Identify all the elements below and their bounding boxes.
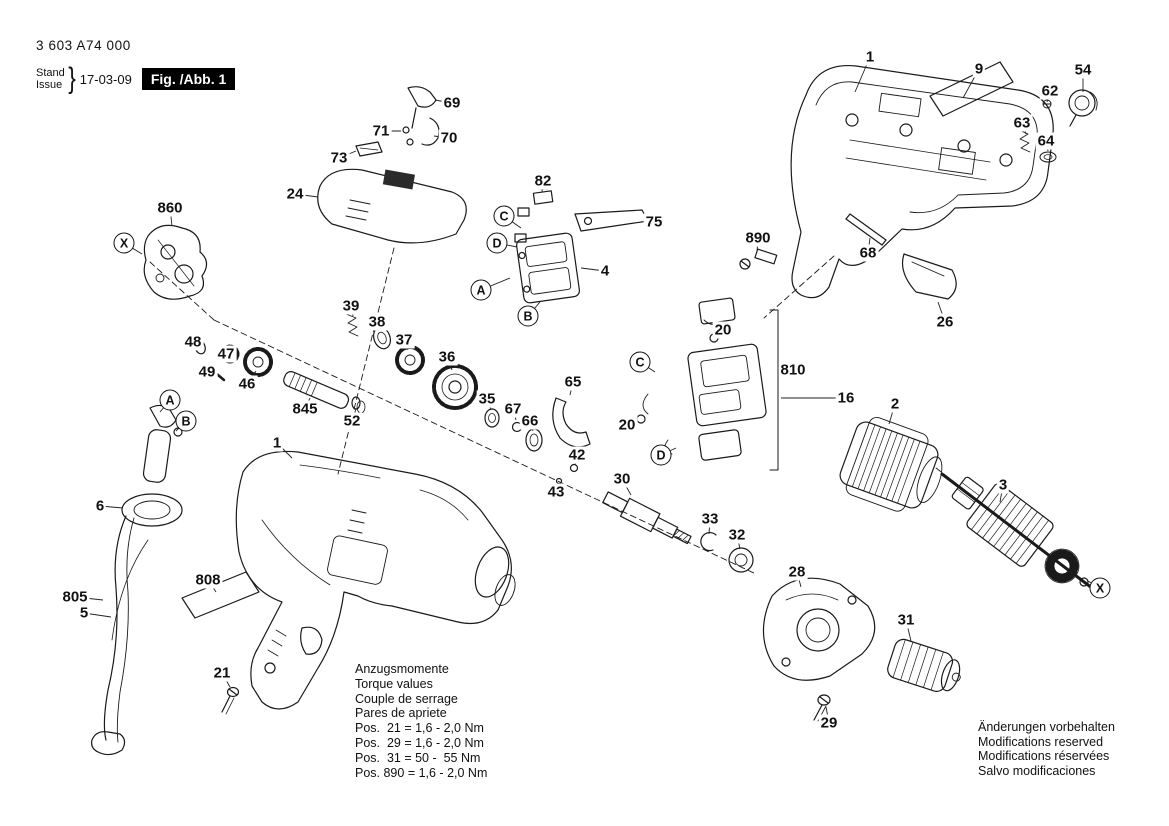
part-number: 3 603 A74 000 <box>36 38 131 53</box>
cord-grommet-drawing <box>1068 89 1098 127</box>
stand-issue-labels: Stand Issue <box>36 67 65 91</box>
screw-clip-drawing <box>739 248 778 270</box>
brush-cover-drawing <box>901 253 957 300</box>
screw-29-drawing <box>813 694 831 722</box>
legal-note-line: Salvo modificaciones <box>978 763 1096 778</box>
gear-plate-drawing <box>143 224 208 300</box>
spindle-drawing <box>602 491 754 573</box>
lock-button-drawing <box>355 86 440 157</box>
torque-note-line: Anzugsmomente <box>355 662 449 676</box>
motor-housing-drawing <box>790 64 1054 299</box>
stand-label: Stand <box>36 67 65 79</box>
front-housing-drawing <box>762 577 876 681</box>
legal-note-line: Modifications reserved <box>978 734 1104 749</box>
assembly-axis-lines <box>149 247 1099 593</box>
side-handle-drawing <box>91 404 183 756</box>
torque-note-line: Pares de apriete <box>355 706 447 721</box>
brace-glyph: } <box>68 62 76 95</box>
screw-21-drawing <box>221 686 240 715</box>
torque-note-line: Pos. 29 = 1,6 - 2,0 Nm <box>355 735 484 750</box>
assembled-drill-drawing <box>235 450 516 710</box>
switch-drawing <box>514 207 581 304</box>
clip-lever-drawing <box>532 182 649 232</box>
top-cover-drawing <box>317 168 467 244</box>
issue-row: Stand Issue } 17-03-09 Fig. /Abb. 1 <box>36 62 236 96</box>
torque-note-line: Pos. 31 = 50 - 55 Nm <box>355 750 481 765</box>
issue-label: Issue <box>36 79 63 91</box>
figure-label: Fig. /Abb. 1 <box>141 68 236 90</box>
legal-note-line: Änderungen vorbehalten <box>978 720 1115 734</box>
field-stator-drawing <box>839 416 943 512</box>
torque-note-line: Torque values <box>355 676 433 691</box>
torque-note-line: Pos. 21 = 1,6 - 2,0 Nm <box>355 721 484 736</box>
torque-note-line: Pos. 890 = 1,6 - 2,0 Nm <box>355 765 488 780</box>
legal-note-line: Modifications réservées <box>978 749 1110 764</box>
issue-date: 17-03-09 <box>79 71 132 87</box>
torque-note-line: Couple de serrage <box>355 691 458 706</box>
pin-drawing <box>845 213 887 246</box>
switch-module-drawing <box>636 297 779 471</box>
nameplate-808-drawing <box>181 571 260 619</box>
title-block: 3 603 A74 000 Stand Issue } 17-03-09 Fig… <box>36 38 236 96</box>
nameplate-drawing <box>929 61 1014 117</box>
gear-train-drawing <box>194 313 591 485</box>
armature-drawing <box>940 472 1094 590</box>
chuck-drawing <box>887 638 961 692</box>
